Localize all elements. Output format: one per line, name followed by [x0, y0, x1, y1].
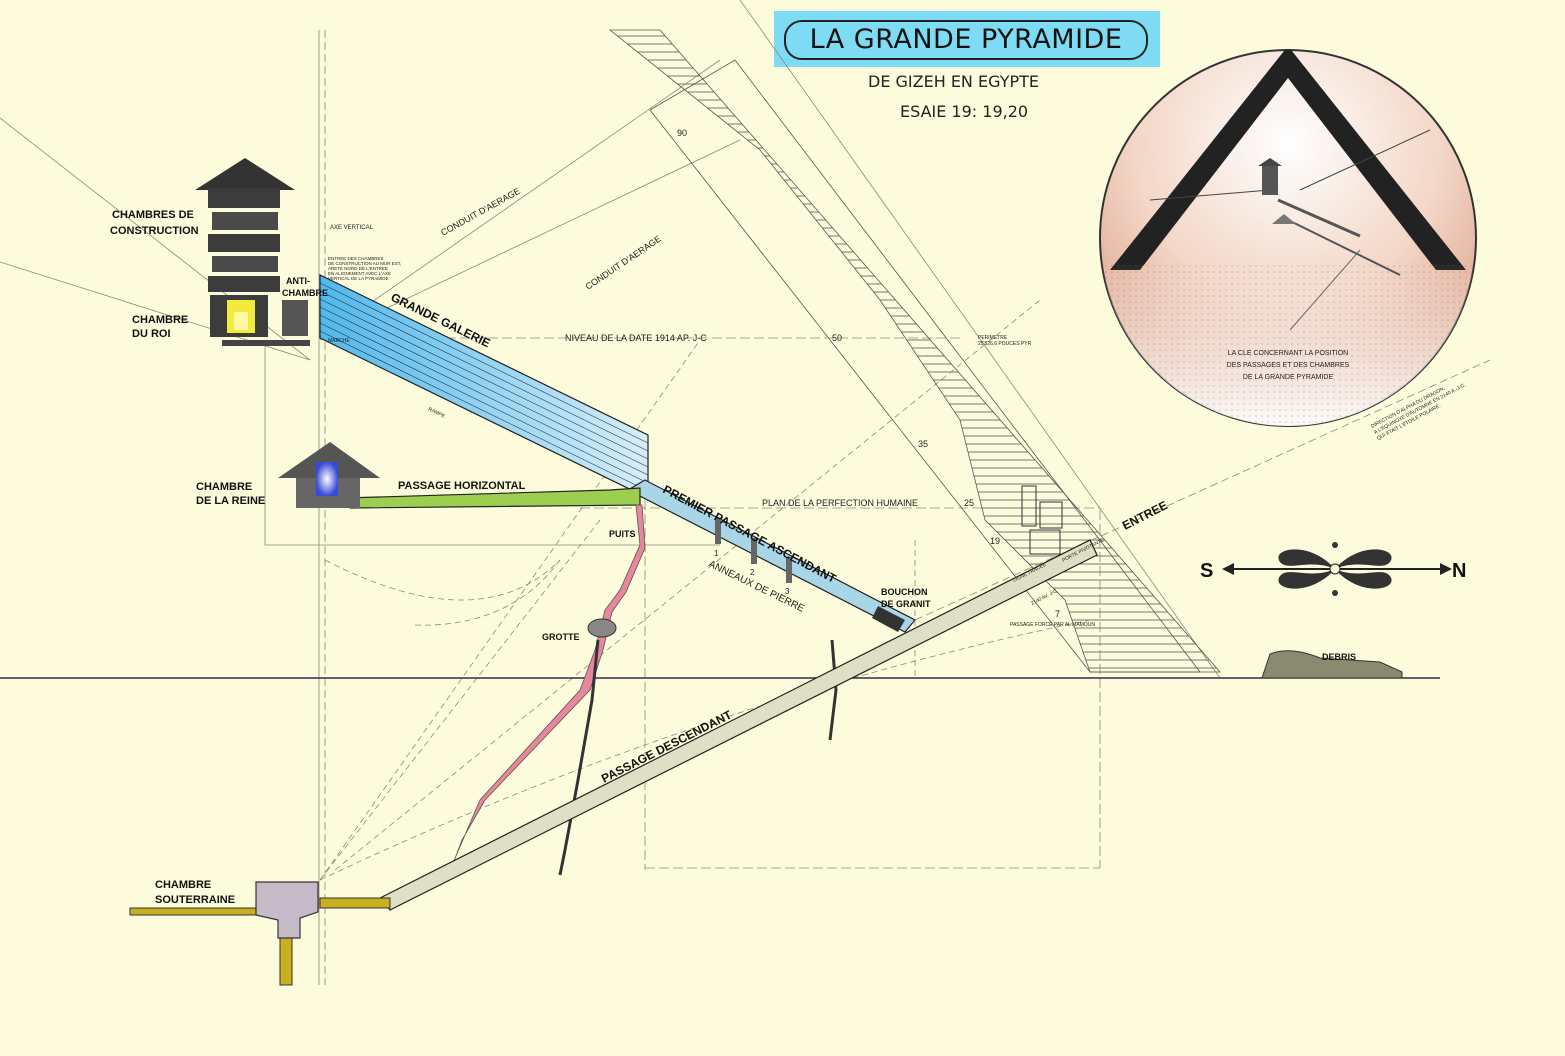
- label-bouchon-2: DE GRANIT: [881, 599, 931, 609]
- first-ascending-passage: [626, 479, 916, 633]
- course-50: 50: [832, 333, 842, 343]
- fault-line: [558, 639, 600, 876]
- fault-line-2: [828, 639, 838, 741]
- ring-1-label: 1: [714, 549, 719, 558]
- label-chambres-construction-2: CONSTRUCTION: [110, 225, 199, 237]
- page-title: LA GRANDE PYRAMIDE: [784, 20, 1148, 60]
- granite-plug: [872, 606, 905, 632]
- subtitle-1: DE GIZEH EN EGYPTE: [868, 72, 1039, 91]
- label-chambres-construction-1: CHAMBRES DE: [112, 209, 194, 221]
- queens-chamber: [278, 442, 380, 508]
- course-7: 7: [1055, 609, 1060, 619]
- label-passage-horizontal: PASSAGE HORIZONTAL: [398, 480, 526, 492]
- subterranean-pit: [279, 934, 293, 986]
- label-perimetre-2: 25'826,6 POUCES PYR: [978, 341, 1032, 347]
- label-grotte: GROTTE: [542, 632, 580, 642]
- kings-chamber-complex: [195, 158, 310, 346]
- label-plan-perfection: PLAN DE LA PERFECTION HUMAINE: [762, 498, 918, 508]
- label-entree-chambres-2: DE CONSTRUCTION AU MUR EST,: [328, 261, 401, 266]
- label-axe-vertical: AXE VERTICAL: [330, 225, 374, 231]
- label-passage-force: PASSAGE FORCE PAR AL MAMOUN: [1010, 622, 1095, 628]
- course-19: 19: [990, 536, 1000, 546]
- subterranean-chamber: [255, 881, 319, 939]
- compass-south: S: [1200, 560, 1213, 582]
- stone-rings: [715, 518, 792, 583]
- grand-gallery: [319, 274, 649, 499]
- subtitle-2: ESAIE 19: 19,20: [900, 102, 1028, 121]
- compass-rose-icon: [1222, 542, 1452, 596]
- label-entree-chambres-3: ARETE NORD DE L'ENTREE: [328, 266, 388, 271]
- label-chambre-reine-2: DE LA REINE: [196, 495, 265, 507]
- label-marche: MARCHE: [328, 338, 350, 344]
- title-band: LA GRANDE PYRAMIDE: [774, 11, 1160, 67]
- subterranean-passage: [319, 897, 391, 909]
- label-chambre-roi-2: DU ROI: [132, 328, 171, 340]
- label-chambre-reine-1: CHAMBRE: [196, 481, 252, 493]
- inset-caption-1: LA CLE CONCERNANT LA POSITION: [1228, 350, 1348, 357]
- label-perimetre-1: PERIMETRE: [978, 335, 1008, 341]
- label-bouchon-1: BOUCHON: [881, 587, 928, 597]
- label-conduit-2: CONDUIT D'AERAGE: [584, 234, 663, 292]
- inset-caption-2: DES PASSAGES ET DES CHAMBRES: [1227, 362, 1350, 369]
- inset-caption-3: DE LA GRANDE PYRAMIDE: [1243, 374, 1334, 381]
- course-35: 35: [918, 439, 928, 449]
- label-chambre-souterraine-1: CHAMBRE: [155, 879, 211, 891]
- ring-2-label: 2: [750, 568, 755, 577]
- label-date-2140: 2140 AV. J-C: [1030, 588, 1059, 607]
- grotto: [587, 618, 617, 638]
- label-debris: DEBRIS: [1322, 652, 1356, 662]
- label-entree-chambres-1: ENTREE DES CHAMBRES: [328, 256, 384, 261]
- pyramid-courses: [608, 29, 1221, 673]
- label-entree-chambres-5: VERTICAL DE LA PYRAMIDE: [328, 276, 389, 281]
- label-chambre-roi-1: CHAMBRE: [132, 314, 188, 326]
- gallery-overlaps: [319, 282, 649, 492]
- course-90: 90: [677, 128, 687, 138]
- course-25: 25: [964, 498, 974, 508]
- subterranean-dead-end: [129, 907, 259, 916]
- debris-mound: [1261, 650, 1403, 679]
- label-niveau-date: NIVEAU DE LA DATE 1914 AP. J-C: [565, 333, 707, 343]
- entrance-blocks: [1021, 485, 1063, 555]
- label-chambre-souterraine-2: SOUTERRAINE: [155, 894, 235, 906]
- ring-3-label: 3: [785, 587, 790, 596]
- label-conduit-1: CONDUIT D'AERAGE: [439, 186, 522, 238]
- label-anti-chambre-2: CHAMBRE: [282, 288, 328, 298]
- label-anti-chambre-1: ANTI-: [286, 276, 310, 286]
- label-entree-chambres-4: EN ALIGNEMENT AVEC L'AXE: [328, 271, 391, 276]
- label-puits: PUITS: [609, 529, 636, 539]
- label-rampe: RAMPE: [427, 406, 446, 419]
- descending-passage: [379, 539, 1098, 911]
- inset-key-diagram: [1099, 49, 1477, 427]
- compass-north: N: [1452, 560, 1466, 582]
- label-entree: ENTREE: [1120, 498, 1170, 533]
